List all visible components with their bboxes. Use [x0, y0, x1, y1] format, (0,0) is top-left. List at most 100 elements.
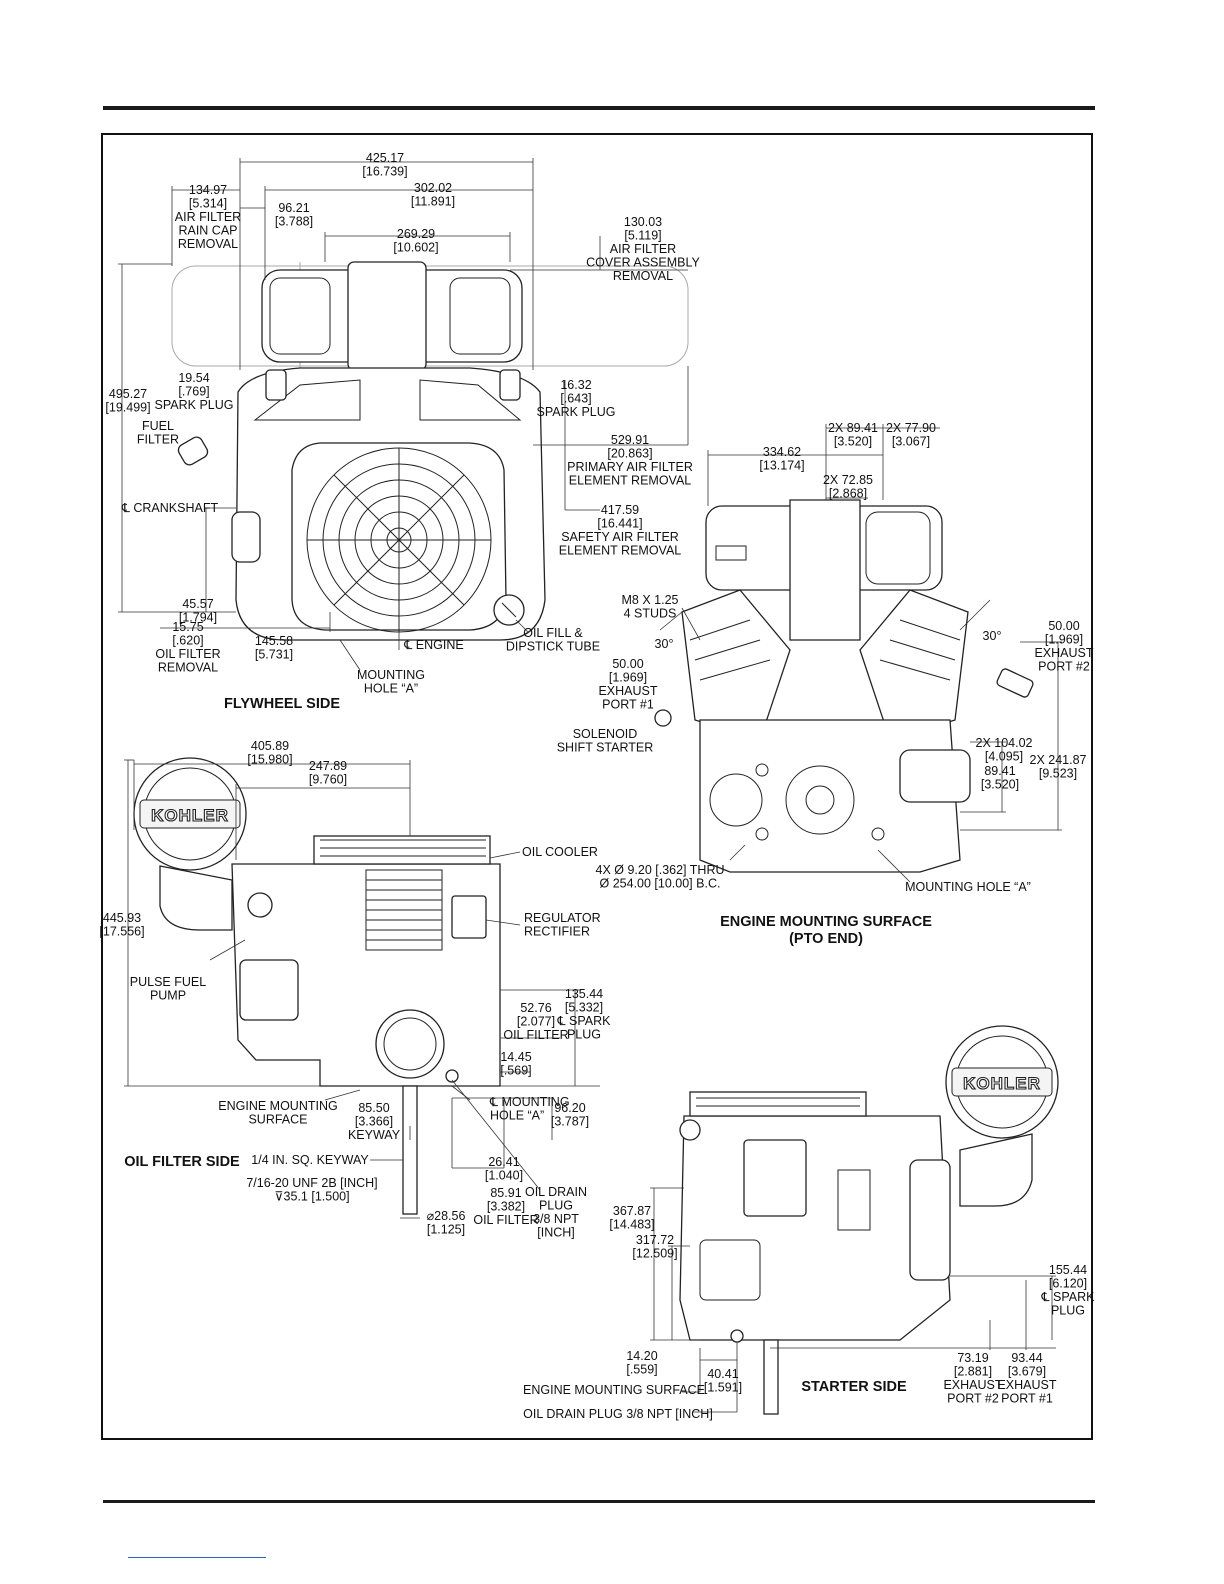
dimension-line: EXHAUST	[1034, 646, 1093, 660]
dimension-line: [1.125]	[427, 1223, 465, 1237]
dimension-line: 89.41	[984, 764, 1015, 778]
dimension-line: 135.44	[565, 987, 603, 1001]
dimension-label-mounting-m7: 30°	[983, 629, 1002, 643]
dimension-line: 425.17	[366, 151, 404, 165]
dimension-line: [3.382]	[487, 1200, 525, 1214]
dimension-line: 2X 77.90	[886, 421, 936, 435]
dimension-line: OIL FILTER	[503, 1028, 568, 1042]
dimension-line: 73.19	[957, 1351, 988, 1365]
dimension-line: ELEMENT REMOVAL	[559, 544, 682, 558]
dimension-label-oilfilter-o14: 1/4 IN. SQ. KEYWAY	[251, 1153, 369, 1167]
dimension-label-starter-s2: 317.72[12.509]	[632, 1233, 677, 1261]
dimension-line: ENGINE MOUNTING	[218, 1099, 337, 1113]
dimension-label-oilfilter-o15: 26.41[1.040]	[485, 1155, 523, 1183]
dimension-label-flywheel-d16: 145.58[5.731]	[255, 634, 293, 662]
dimension-line: FUEL	[142, 419, 174, 433]
dimension-line: [.559]	[626, 1363, 657, 1377]
dimension-line: 2X 104.02	[976, 736, 1033, 750]
dimension-line: [4.095]	[985, 750, 1023, 764]
dimension-label-mounting-m1: 2X 89.41[3.520]	[828, 421, 878, 449]
dimension-label-oilfilter-o1: 405.89[15.980]	[247, 739, 292, 767]
dimension-line: 50.00	[612, 657, 643, 671]
dimension-line: [11.891]	[411, 195, 455, 209]
dimension-line: ℄ MOUNTING	[489, 1095, 570, 1109]
dimension-line: EXHAUST	[598, 684, 657, 698]
dimension-line: 145.58	[255, 634, 293, 648]
dimension-line: [9.760]	[309, 773, 347, 787]
dimension-line: OIL DRAIN PLUG 3/8 NPT [INCH]	[523, 1407, 713, 1421]
kohler-logo-starter-side: KOHLER	[963, 1074, 1041, 1093]
flywheel-side-title: FLYWHEEL SIDE	[224, 696, 340, 712]
dimension-line: [5.332]	[565, 1001, 603, 1015]
dimension-line: OIL FILL &	[523, 626, 583, 640]
dimension-line: PULSE FUEL	[130, 975, 206, 989]
dimension-line: ℄ ENGINE	[403, 638, 463, 652]
mounting-surface-title: ENGINE MOUNTING SURFACE	[720, 914, 932, 930]
dimension-label-flywheel-d9: 16.32[.643]SPARK PLUG	[537, 378, 616, 419]
dimension-label-flywheel-d4: 302.02[11.891]	[411, 181, 455, 209]
dimension-line: [.569]	[500, 1064, 531, 1078]
dimension-line: REMOVAL	[613, 269, 673, 283]
dimension-line: [1.794]	[179, 611, 217, 625]
dimension-label-flywheel-d5: 269.29[10.602]	[393, 227, 438, 255]
dimension-label-flywheel-d3: 96.21[3.788]	[275, 201, 313, 229]
dimension-line: [19.499]	[105, 401, 150, 415]
dimension-line: SURFACE	[248, 1113, 307, 1127]
dimension-label-mounting-m3: 334.62[13.174]	[759, 445, 804, 473]
dimension-line: MOUNTING HOLE “A”	[905, 880, 1031, 894]
dimension-line: 334.62	[763, 445, 801, 459]
dimension-line: [16.441]	[597, 517, 642, 531]
dimension-label-flywheel-d7: 495.27[19.499]	[105, 387, 150, 415]
dimension-label-mounting-m11: 2X 104.02[4.095]	[976, 736, 1033, 764]
dimension-line: ELEMENT REMOVAL	[569, 474, 692, 488]
dimension-line: EXHAUST	[997, 1378, 1056, 1392]
dimension-line: SOLENOID	[573, 727, 638, 741]
dimension-line: [15.980]	[247, 753, 292, 767]
dimension-line: ℄ SPARK	[1041, 1290, 1096, 1304]
dimension-line: [2.868]	[829, 487, 867, 501]
dimension-line: KEYWAY	[348, 1128, 401, 1142]
dimension-line: COVER ASSEMBLY	[586, 256, 700, 270]
dimension-label-oilfilter-o7: 52.76[2.077]OIL FILTER	[503, 1001, 568, 1042]
dimension-line: 3/8 NPT	[533, 1212, 579, 1226]
dimension-line: 19.54	[178, 371, 209, 385]
dimension-label-flywheel-d19: OIL FILL &DIPSTICK TUBE	[506, 626, 600, 654]
dimension-line: AIR FILTER	[610, 242, 676, 256]
dimension-line: REGULATOR	[524, 911, 601, 925]
dimension-line: PLUG	[567, 1028, 601, 1042]
dimension-line: [5.731]	[255, 648, 293, 662]
dimension-label-starter-s4: 14.20[.559]	[626, 1349, 657, 1377]
dimension-line: [13.174]	[759, 459, 804, 473]
dimension-line: 445.93	[103, 911, 141, 925]
dimension-line: [3.520]	[834, 435, 872, 449]
dimension-line: 30°	[983, 629, 1002, 643]
footer-link-underline[interactable]	[128, 1557, 266, 1558]
dimension-line: ℄ SPARK	[557, 1014, 612, 1028]
drawing-frame	[101, 133, 1093, 1440]
dimension-line: 96.21	[278, 201, 309, 215]
dimension-label-starter-s5: 40.41[1.591]	[704, 1367, 742, 1395]
dimension-line: ⌀28.56	[427, 1209, 466, 1223]
dimension-line: 2X 72.85	[823, 473, 873, 487]
dimension-line: 4 STUDS	[624, 607, 677, 621]
dimension-line: OIL DRAIN	[525, 1185, 587, 1199]
dimension-line: [5.119]	[624, 229, 661, 243]
dimension-line: 317.72	[636, 1233, 674, 1247]
dimension-line: OIL FILTER	[473, 1213, 538, 1227]
mounting-surface-subtitle: (PTO END)	[789, 931, 863, 947]
footer-rule	[103, 1500, 1095, 1503]
dimension-line: [.769]	[178, 385, 209, 399]
dimension-line: ℄ CRANKSHAFT	[121, 501, 219, 515]
dimension-line: EXHAUST	[943, 1378, 1002, 1392]
dimension-label-oilfilter-o2: 247.89[9.760]	[309, 759, 347, 787]
kohler-logo-oil-filter-side: KOHLER	[151, 806, 229, 825]
dimension-line: PORT #2	[947, 1392, 999, 1406]
dimension-label-starter-s9: OIL DRAIN PLUG 3/8 NPT [INCH]	[523, 1407, 713, 1421]
